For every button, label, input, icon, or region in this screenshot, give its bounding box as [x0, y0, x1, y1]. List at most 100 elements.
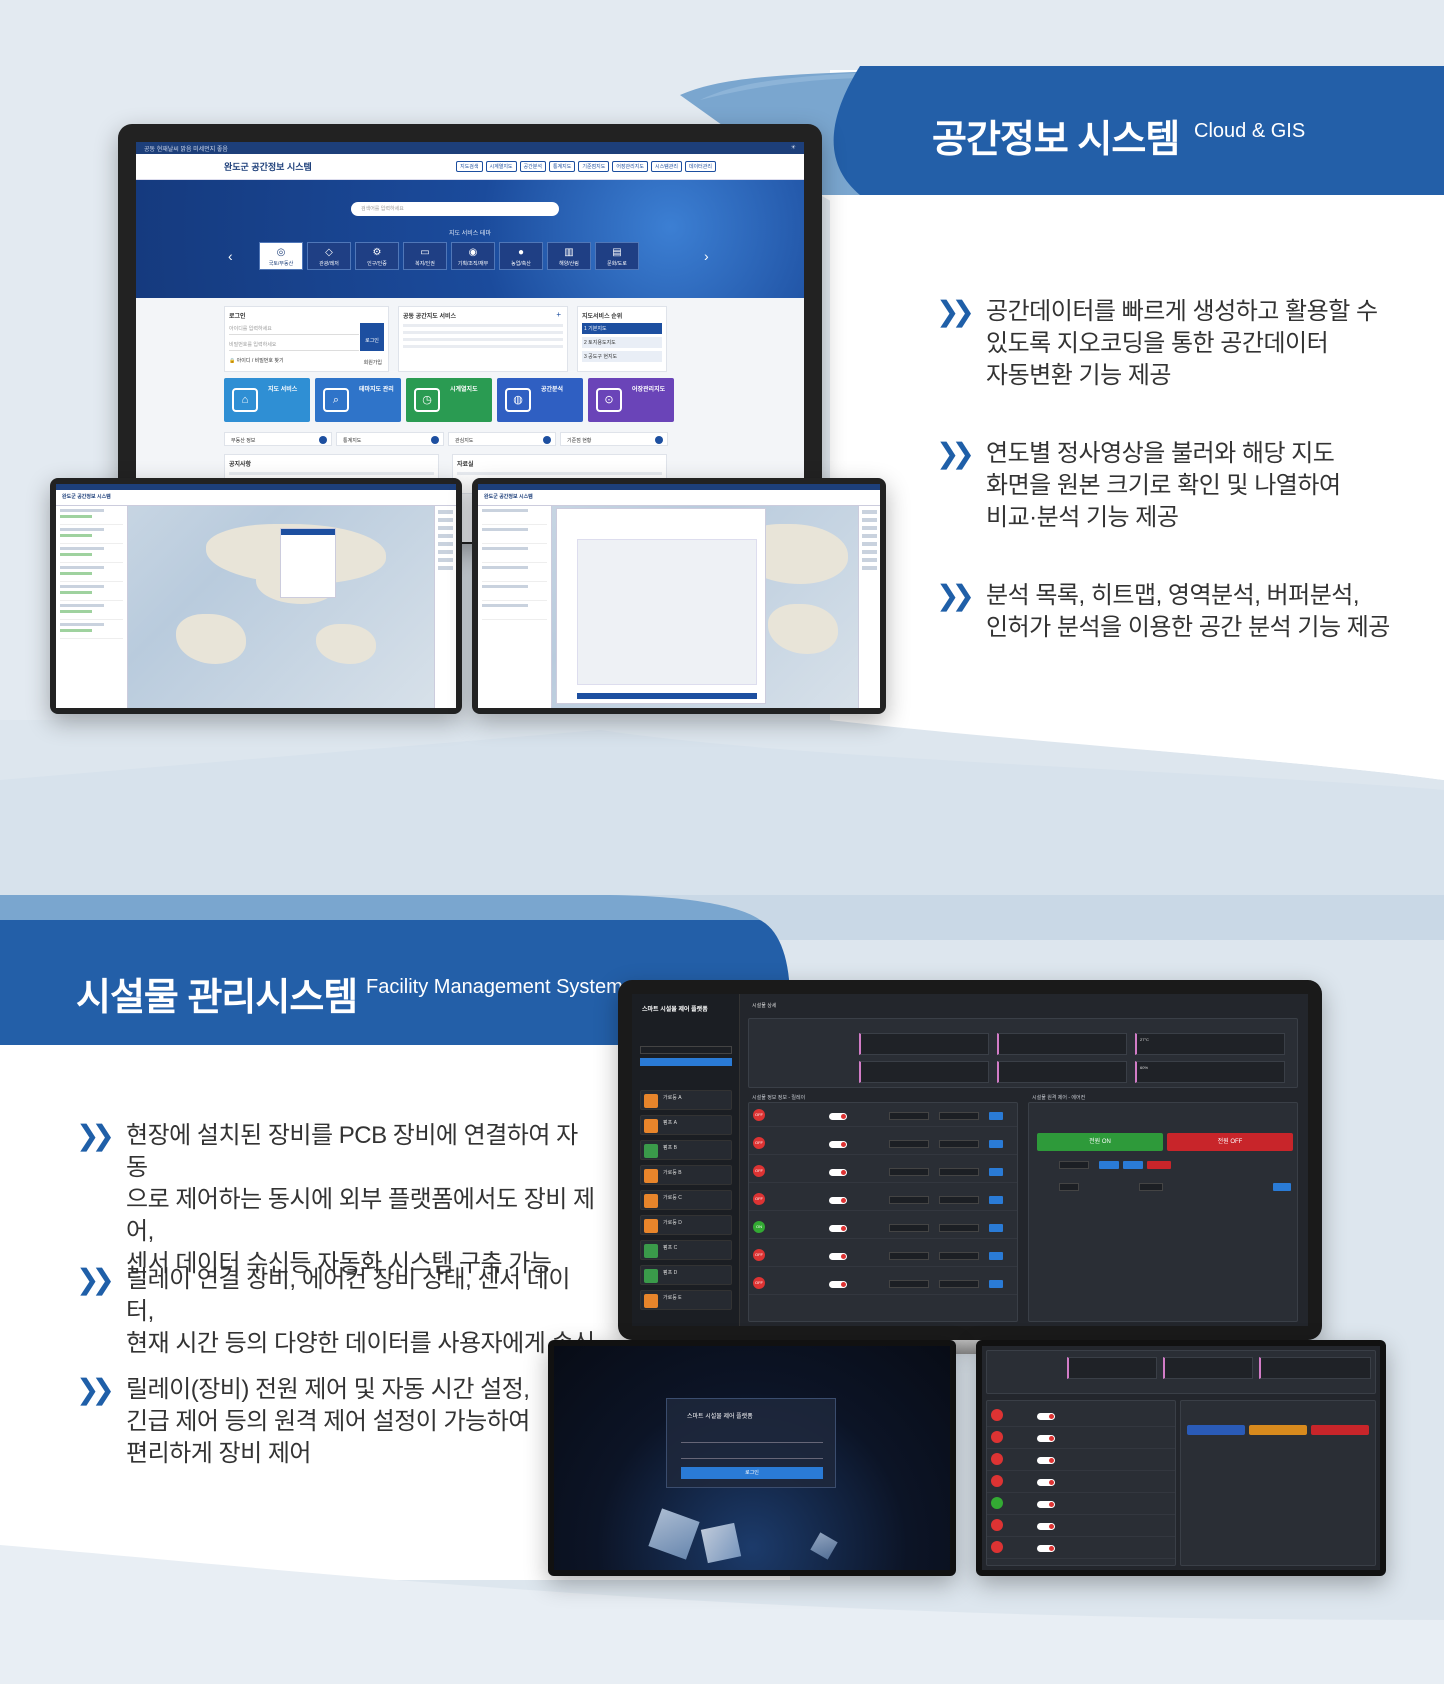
time-input[interactable]: [939, 1196, 979, 1204]
analysis-dialog[interactable]: [556, 508, 766, 704]
power-toggle[interactable]: [829, 1281, 847, 1288]
map-screen-right[interactable]: 완도군 공간정보 시스템: [478, 484, 880, 708]
time-input[interactable]: [889, 1224, 929, 1232]
power-toggle[interactable]: [829, 1141, 847, 1148]
find-account-link[interactable]: 🔒 아이디 / 비밀번호 찾기: [229, 357, 384, 364]
mode-button[interactable]: [1099, 1161, 1119, 1169]
time-input[interactable]: [889, 1252, 929, 1260]
time-input[interactable]: [939, 1280, 979, 1288]
id-field[interactable]: 아이디를 입력하세요: [229, 323, 359, 335]
time-input[interactable]: [939, 1168, 979, 1176]
save-button[interactable]: [989, 1140, 1003, 1148]
time-select[interactable]: [1139, 1183, 1163, 1191]
power-toggle[interactable]: [1037, 1435, 1055, 1442]
power-toggle[interactable]: [1037, 1457, 1055, 1464]
time-select[interactable]: [1059, 1183, 1079, 1191]
time-input[interactable]: [889, 1196, 929, 1204]
save-button[interactable]: [989, 1224, 1003, 1232]
facility-item[interactable]: 가로등 D: [640, 1215, 732, 1235]
power-toggle[interactable]: [829, 1113, 847, 1120]
power-toggle[interactable]: [829, 1225, 847, 1232]
chevron-right-icon[interactable]: ›: [704, 248, 709, 264]
category-item[interactable]: ◎국토/부동산: [259, 242, 303, 270]
temp-select[interactable]: [1059, 1161, 1089, 1169]
nav-item[interactable]: 어장관리지도: [612, 161, 648, 172]
service-tile[interactable]: ⌂지도 서비스: [224, 378, 310, 422]
username-field[interactable]: [681, 1433, 823, 1443]
power-toggle[interactable]: [829, 1253, 847, 1260]
save-button[interactable]: [989, 1112, 1003, 1120]
time-input[interactable]: [889, 1168, 929, 1176]
power-toggle[interactable]: [1037, 1523, 1055, 1530]
save-button[interactable]: [989, 1252, 1003, 1260]
quicklink[interactable]: 통계지도: [336, 432, 444, 446]
time-input[interactable]: [889, 1140, 929, 1148]
ranking-item[interactable]: 2 토지용도지도: [582, 337, 662, 348]
facility-item[interactable]: 가로등 E: [640, 1290, 732, 1310]
search-input[interactable]: 검색어를 입력하세요: [351, 202, 559, 216]
category-item[interactable]: ●농업/축산: [499, 242, 543, 270]
apply-button[interactable]: [1273, 1183, 1291, 1191]
time-input[interactable]: [939, 1224, 979, 1232]
map-screen-left[interactable]: 완도군 공간정보 시스템: [56, 484, 456, 708]
time-input[interactable]: [889, 1112, 929, 1120]
login-button[interactable]: 로그인: [681, 1467, 823, 1479]
password-field[interactable]: 비밀번호를 입력하세요: [229, 339, 359, 351]
mode-button[interactable]: [1123, 1161, 1143, 1169]
service-tile[interactable]: ⊙어장관리지도: [588, 378, 674, 422]
category-item[interactable]: ▭복지/인권: [403, 242, 447, 270]
control-button[interactable]: [1187, 1425, 1245, 1435]
category-item[interactable]: ▤문화/도로: [595, 242, 639, 270]
search-button[interactable]: [640, 1058, 732, 1066]
service-tile[interactable]: ◍공간분석: [497, 378, 583, 422]
layer-panel[interactable]: [280, 528, 336, 598]
facility-item[interactable]: 펌프 B: [640, 1140, 732, 1160]
category-item[interactable]: ◇관광/레저: [307, 242, 351, 270]
power-toggle[interactable]: [1037, 1545, 1055, 1552]
power-toggle[interactable]: [829, 1169, 847, 1176]
quicklink[interactable]: 관심지도: [448, 432, 556, 446]
service-tile[interactable]: ◷시계열지도: [406, 378, 492, 422]
chevron-left-icon[interactable]: ‹: [228, 248, 233, 264]
join-link[interactable]: 회원가입: [363, 360, 382, 366]
nav-item[interactable]: 기준점지도: [578, 161, 610, 172]
gis-logo[interactable]: 완도군 공간정보 시스템: [224, 162, 312, 172]
mode-button[interactable]: [1147, 1161, 1171, 1169]
facility-item[interactable]: 펌프 A: [640, 1115, 732, 1135]
power-off-button[interactable]: 전원 OFF: [1167, 1133, 1293, 1151]
quicklink[interactable]: 기준점 현황: [560, 432, 668, 446]
password-field[interactable]: [681, 1449, 823, 1459]
control-button[interactable]: [1311, 1425, 1369, 1435]
quicklink[interactable]: 부동산 정보: [224, 432, 332, 446]
time-input[interactable]: [939, 1140, 979, 1148]
facility-tab[interactable]: 시설물 상세: [752, 1003, 777, 1009]
control-button[interactable]: [1249, 1425, 1307, 1435]
nav-item[interactable]: 시스템관리: [650, 161, 682, 172]
service-tile[interactable]: ⌕테마지도 관리: [315, 378, 401, 422]
time-input[interactable]: [939, 1252, 979, 1260]
save-button[interactable]: [989, 1280, 1003, 1288]
nav-item[interactable]: 데이터관리: [684, 161, 716, 172]
nav-item[interactable]: 지도검색: [456, 161, 483, 172]
time-input[interactable]: [939, 1112, 979, 1120]
plus-icon[interactable]: +: [556, 310, 561, 319]
category-item[interactable]: ◉기획/조직/재무: [451, 242, 495, 270]
category-item[interactable]: ▥해양/산림: [547, 242, 591, 270]
facility-item[interactable]: 펌프 D: [640, 1265, 732, 1285]
category-item[interactable]: ⚙인구/인증: [355, 242, 399, 270]
save-button[interactable]: [989, 1168, 1003, 1176]
facility-search[interactable]: [640, 1046, 732, 1054]
facility-item[interactable]: 가로등 B: [640, 1165, 732, 1185]
power-toggle[interactable]: [1037, 1501, 1055, 1508]
facility-item[interactable]: 가로등 A: [640, 1090, 732, 1110]
time-input[interactable]: [889, 1280, 929, 1288]
power-on-button[interactable]: 전원 ON: [1037, 1133, 1163, 1151]
power-toggle[interactable]: [1037, 1413, 1055, 1420]
ranking-item[interactable]: 3 공도구 현지도: [582, 351, 662, 362]
ranking-item[interactable]: 1 기본지도: [582, 323, 662, 334]
power-toggle[interactable]: [829, 1197, 847, 1204]
login-button[interactable]: 로그인: [360, 323, 384, 351]
nav-item[interactable]: 시계열지도: [485, 161, 517, 172]
facility-item[interactable]: 가로등 C: [640, 1190, 732, 1210]
nav-item[interactable]: 통계지도: [548, 161, 576, 172]
